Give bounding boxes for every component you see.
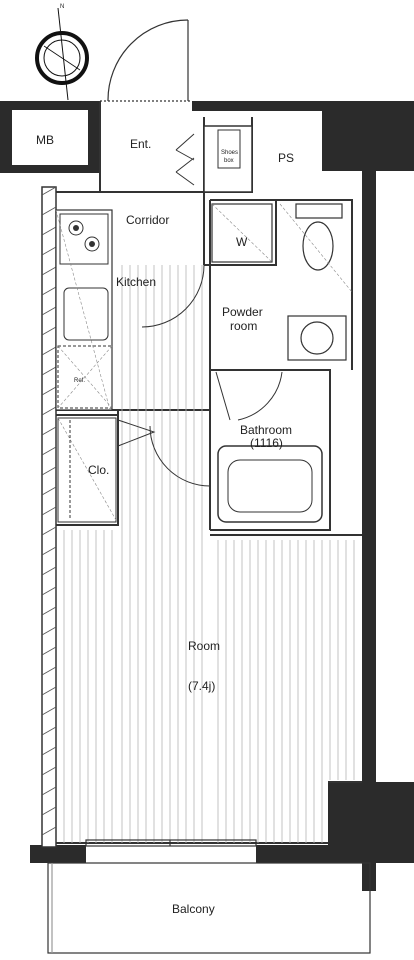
closet bbox=[57, 417, 156, 523]
shoe-box-label-line2: box bbox=[224, 158, 234, 164]
powder-room-label-line1: Powder bbox=[222, 305, 263, 319]
corridor-label: Corridor bbox=[126, 213, 169, 227]
shoe-box: Shoes box bbox=[203, 125, 253, 193]
entrance-closet-doors bbox=[175, 133, 195, 186]
structural-walls bbox=[0, 101, 414, 891]
bathroom-label-line1: Bathroom bbox=[240, 423, 292, 437]
powder-room-sink bbox=[287, 315, 347, 361]
room-size-label: (7.4j) bbox=[188, 679, 215, 693]
mb-label: MB bbox=[36, 133, 54, 147]
room-label: Room bbox=[188, 639, 220, 653]
closet-label: Clo. bbox=[88, 463, 109, 477]
kitchen-counter bbox=[55, 209, 113, 411]
toilet bbox=[279, 203, 353, 293]
bathroom-label-line2: (1116) bbox=[250, 436, 283, 450]
entrance-door bbox=[100, 19, 192, 102]
bathtub bbox=[217, 445, 323, 523]
balcony-label: Balcony bbox=[172, 902, 215, 916]
corridor-doors bbox=[141, 264, 283, 487]
shoe-box-label-line1: Shoes bbox=[221, 150, 238, 156]
balcony bbox=[47, 862, 371, 954]
entrance-label: Ent. bbox=[130, 137, 151, 151]
balcony-window bbox=[85, 839, 257, 847]
ps-label: PS bbox=[278, 151, 294, 165]
floor-stripes bbox=[63, 265, 355, 843]
washer-space bbox=[211, 203, 273, 263]
kitchen-label: Kitchen bbox=[116, 275, 156, 289]
washer-label: W bbox=[236, 235, 248, 249]
compass-north-label: N bbox=[60, 4, 64, 10]
left-hatched-wall bbox=[41, 186, 57, 848]
powder-room-label-line2: room bbox=[230, 319, 257, 333]
compass: N bbox=[35, 4, 89, 101]
refrigerator-label: Ref. bbox=[74, 378, 85, 384]
